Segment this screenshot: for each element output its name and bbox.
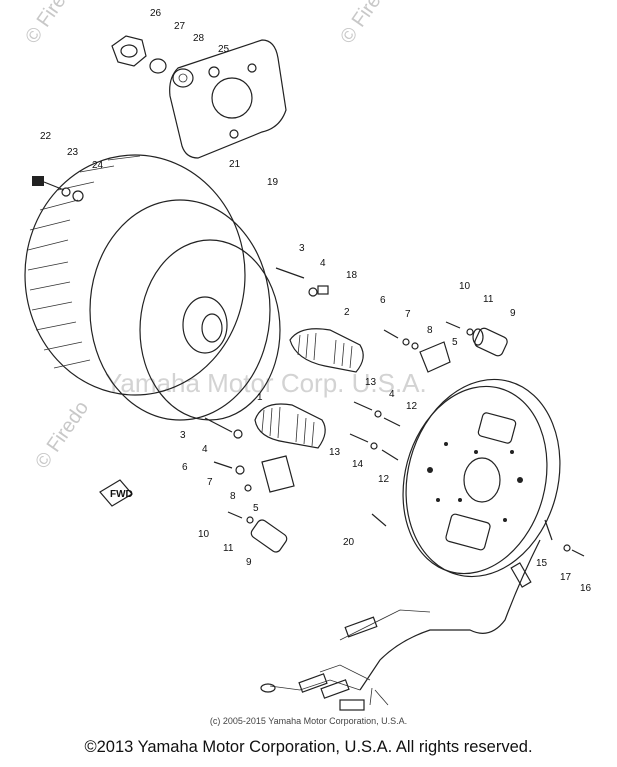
label-8: 8 (427, 325, 433, 336)
contact-breaker-right (419, 341, 451, 373)
forward-arrow: FWD (99, 479, 133, 507)
label-7: 7 (405, 309, 411, 320)
label-10: 10 (459, 281, 471, 292)
condenser-right (472, 327, 508, 357)
label-8b: 8 (230, 491, 236, 502)
label-3: 3 (299, 243, 305, 254)
watermark-top-left: © Firedo (21, 0, 83, 48)
label-25: 25 (218, 44, 230, 55)
label-11b: 11 (223, 543, 234, 554)
watermark-top-right: © Firedo (336, 0, 398, 48)
label-4b: 4 (389, 389, 395, 400)
label-9b: 9 (246, 557, 252, 568)
charge-coil (254, 403, 326, 449)
label-17: 17 (560, 572, 572, 583)
label-16: 16 (580, 583, 592, 594)
contact-breaker-left (261, 455, 295, 493)
label-9: 9 (510, 308, 516, 319)
label-19: 19 (267, 177, 279, 188)
stator-base-plate (402, 378, 561, 578)
label-14: 14 (352, 459, 364, 470)
label-23: 23 (67, 147, 79, 158)
label-4: 4 (320, 258, 326, 269)
label-1: 1 (257, 392, 263, 403)
label-10b: 10 (198, 529, 210, 540)
label-5b: 5 (253, 503, 259, 514)
label-21: 21 (229, 159, 241, 170)
part-labels: 26 27 28 25 22 23 24 21 19 3 4 18 2 6 7 … (40, 8, 592, 594)
label-20: 20 (343, 537, 355, 548)
source-coil (289, 328, 364, 373)
label-6b: 6 (182, 462, 188, 473)
label-28: 28 (193, 33, 205, 44)
footer-copyright: ©2013 Yamaha Motor Corporation, U.S.A. A… (84, 738, 533, 756)
label-7b: 7 (207, 477, 213, 488)
screw (275, 267, 305, 279)
flywheel-rotor (24, 154, 281, 421)
condenser-left (250, 519, 288, 553)
gasket-plate (169, 39, 287, 159)
svg-text:FWD: FWD (110, 489, 133, 500)
label-22: 22 (40, 131, 52, 142)
label-13b: 13 (329, 447, 341, 458)
label-6: 6 (380, 295, 386, 306)
label-3b: 3 (180, 430, 186, 441)
label-11: 11 (483, 294, 494, 305)
label-18: 18 (346, 270, 358, 281)
flywheel-bolt (32, 176, 65, 191)
small-copyright: (c) 2005-2015 Yamaha Motor Corporation, … (209, 716, 408, 726)
label-4c: 4 (202, 444, 208, 455)
watermark-left: © Firedo (31, 397, 93, 473)
plain-washer (172, 68, 194, 88)
label-12a: 12 (406, 401, 418, 412)
label-15: 15 (536, 558, 548, 569)
label-27: 27 (174, 21, 186, 32)
spring-washer (149, 58, 167, 74)
nut (111, 35, 147, 67)
label-2: 2 (344, 307, 350, 318)
label-12b: 12 (378, 474, 390, 485)
wire-harness (260, 539, 541, 711)
label-5: 5 (452, 337, 458, 348)
label-26: 26 (150, 8, 162, 19)
label-24: 24 (92, 160, 104, 171)
watermark-center: Yamaha Motor Corp. U.S.A. (105, 368, 427, 398)
label-13a: 13 (365, 377, 377, 388)
